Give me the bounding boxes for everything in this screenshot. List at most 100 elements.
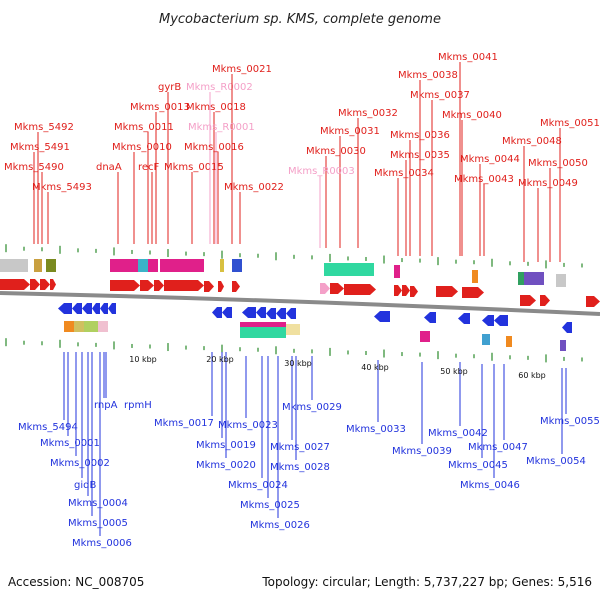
annotation-box-top <box>46 259 56 272</box>
gene-label-bottom: Mkms_0045 <box>448 460 508 471</box>
gene-label-top: Mkms_0044 <box>460 154 520 165</box>
gene-label-bottom: Mkms_0025 <box>240 500 300 511</box>
gene-label-bottom: Mkms_0042 <box>428 428 488 439</box>
forward-gene-arrow <box>50 279 56 290</box>
annotation-box-top <box>160 259 204 272</box>
forward-gene-arrow <box>218 281 224 292</box>
map-title: Mycobacterium sp. KMS, complete genome <box>159 12 441 27</box>
reverse-gene-arrow <box>482 315 494 326</box>
gene-label-top: Mkms_R0003 <box>288 166 355 177</box>
reverse-gene-arrow <box>494 315 508 326</box>
gene-label-top: Mkms_0037 <box>410 90 470 101</box>
gene-label-top: Mkms_5491 <box>10 142 70 153</box>
forward-gene-arrow <box>586 296 600 307</box>
reverse-gene-arrow <box>72 303 82 314</box>
annotation-box-bottom <box>420 331 430 342</box>
gene-label-top: Mkms_0043 <box>454 174 514 185</box>
feature-layer <box>0 244 600 363</box>
gene-label-top: Mkms_R0001 <box>188 122 255 133</box>
annotation-box-bottom <box>98 321 108 332</box>
gene-label-bottom: Mkms_0033 <box>346 424 406 435</box>
gene-label-bottom: rnpA <box>94 400 118 411</box>
forward-gene-arrow <box>330 283 344 294</box>
gene-label-top: Mkms_0051 <box>540 118 600 129</box>
gene-label-top: Mkms_5493 <box>32 182 92 193</box>
gene-label-top: recF <box>138 162 160 173</box>
reverse-gene-arrow <box>82 303 92 314</box>
gene-label-bottom: Mkms_0004 <box>68 498 128 509</box>
label-layer: Mkms_5492Mkms_5491Mkms_5490Mkms_5493dnaA… <box>4 52 600 549</box>
gene-label-top: Mkms_0034 <box>374 168 434 179</box>
gene-label-bottom: Mkms_0017 <box>154 418 214 429</box>
gene-label-top: Mkms_0015 <box>164 162 224 173</box>
gene-label-bottom: Mkms_0001 <box>40 438 100 449</box>
annotation-box-bottom <box>240 327 286 338</box>
forward-gene-arrow <box>30 279 40 290</box>
gene-label-bottom: Mkms_0024 <box>228 480 288 491</box>
annotation-box-top <box>524 272 544 285</box>
annotation-box-bottom <box>64 321 74 332</box>
gene-label-bottom: Mkms_0029 <box>282 402 342 413</box>
scale-label-50kbp: 50 kbp <box>440 367 468 376</box>
annotation-box-bottom <box>74 321 84 332</box>
annotation-box-top <box>0 259 28 272</box>
gene-label-bottom: Mkms_0006 <box>72 538 132 549</box>
forward-gene-arrow <box>540 295 550 306</box>
gene-label-bottom: Mkms_0039 <box>392 446 452 457</box>
annotation-box-top <box>138 259 148 272</box>
annotation-box-bottom <box>286 324 300 335</box>
forward-gene-arrow <box>344 284 376 295</box>
gene-label-top: Mkms_5490 <box>4 162 64 173</box>
genome-summary-text: Topology: circular; Length: 5,737,227 bp… <box>261 575 592 589</box>
gene-label-top: Mkms_0030 <box>306 146 366 157</box>
reverse-gene-arrow <box>266 308 276 319</box>
forward-gene-arrow <box>436 286 458 297</box>
annotation-box-top <box>148 259 158 272</box>
annotation-box-top <box>472 270 478 283</box>
gene-label-bottom: Mkms_0047 <box>468 442 528 453</box>
gene-label-top: Mkms_0022 <box>224 182 284 193</box>
gene-label-top: Mkms_0010 <box>112 142 172 153</box>
gene-label-bottom: Mkms_0023 <box>218 420 278 431</box>
reverse-gene-arrow <box>222 307 232 318</box>
gene-label-bottom: Mkms_0005 <box>68 518 128 529</box>
gene-label-top: gyrB <box>158 82 181 93</box>
gene-label-top: Mkms_0016 <box>184 142 244 153</box>
annotation-box-top <box>324 263 374 276</box>
forward-gene-arrow <box>204 281 214 292</box>
gene-label-top: Mkms_0038 <box>398 70 458 81</box>
gene-label-bottom: Mkms_0026 <box>250 520 310 531</box>
gene-label-bottom: Mkms_0054 <box>526 456 586 467</box>
reverse-gene-arrow <box>562 322 572 333</box>
gene-label-top: Mkms_0041 <box>438 52 498 63</box>
forward-gene-arrow <box>0 279 30 290</box>
gene-label-top: Mkms_0036 <box>390 130 450 141</box>
gene-label-top: Mkms_R0002 <box>186 82 253 93</box>
forward-gene-arrow <box>110 280 140 291</box>
forward-gene-arrow <box>40 279 50 290</box>
reverse-gene-arrow <box>276 308 286 319</box>
annotation-box-bottom <box>84 321 98 332</box>
forward-gene-arrow <box>164 280 204 291</box>
forward-gene-arrow <box>140 280 154 291</box>
annotation-box-top <box>394 265 400 278</box>
gene-label-top: Mkms_0018 <box>186 102 246 113</box>
gene-label-top: dnaA <box>96 162 122 173</box>
genome-backbone <box>0 291 600 316</box>
gene-label-top: Mkms_0031 <box>320 126 380 137</box>
forward-gene-arrow <box>520 295 536 306</box>
annotation-box-top <box>110 259 124 272</box>
annotation-box-top <box>34 259 42 272</box>
gene-label-bottom: Mkms_0002 <box>50 458 110 469</box>
gene-label-top: Mkms_0035 <box>390 150 450 161</box>
gene-label-bottom: Mkms_0028 <box>270 462 330 473</box>
forward-gene-arrow <box>402 285 410 296</box>
annotation-box-top <box>518 272 524 285</box>
reverse-gene-arrow <box>424 312 436 323</box>
accession-text: Accession: NC_008705 <box>8 575 144 589</box>
reverse-gene-arrow <box>374 311 390 322</box>
annotation-box-top <box>124 259 138 272</box>
gene-label-bottom: rpmH <box>124 400 152 411</box>
reverse-gene-arrow <box>212 307 222 318</box>
